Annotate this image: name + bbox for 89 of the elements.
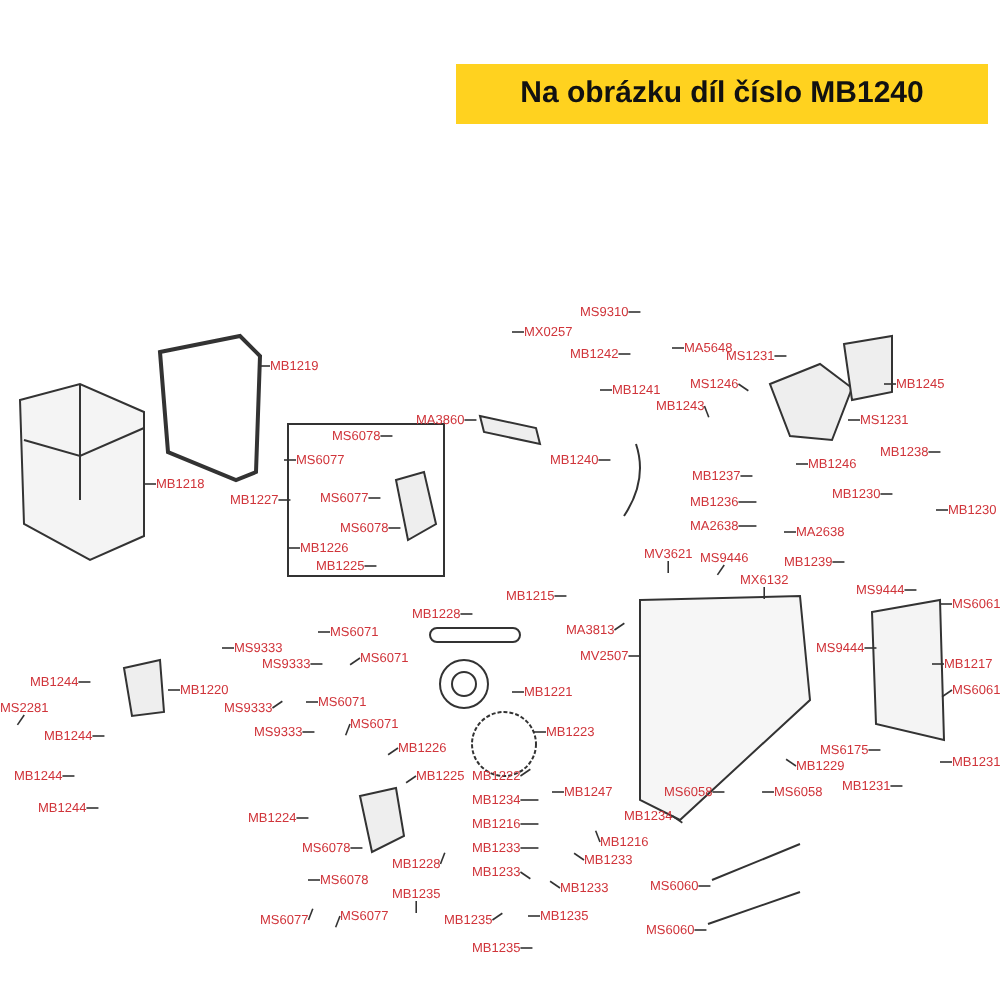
leader-line xyxy=(667,560,669,574)
leader-line xyxy=(693,929,708,931)
leader-line xyxy=(415,900,418,914)
leader-line xyxy=(671,815,684,824)
leader-line xyxy=(405,775,417,784)
leader-line xyxy=(527,915,541,917)
leader-line xyxy=(737,525,758,527)
title: Na obrázku díl číslo MB1240 xyxy=(456,64,988,124)
leader-line xyxy=(295,817,310,819)
leader-line xyxy=(221,647,235,649)
leader-line xyxy=(77,681,92,683)
leader-line xyxy=(831,561,846,563)
leader-line xyxy=(277,499,292,501)
leader-line xyxy=(363,565,378,567)
leader-line xyxy=(549,880,561,889)
leader-line xyxy=(773,355,788,357)
leader-line xyxy=(519,768,532,777)
leader-line xyxy=(783,531,797,533)
leader-line xyxy=(597,459,612,461)
leader-line xyxy=(739,475,754,477)
leader-line xyxy=(349,657,361,666)
leader-line xyxy=(344,723,351,736)
leader-line xyxy=(941,689,953,698)
leader-line xyxy=(459,613,474,615)
leader-line xyxy=(463,419,478,421)
leader-line xyxy=(761,791,775,793)
leader-line xyxy=(867,749,882,751)
leader-line xyxy=(309,663,324,665)
leader-line xyxy=(283,459,297,461)
leader-line xyxy=(863,647,878,649)
leader-line xyxy=(301,731,316,733)
leader-line xyxy=(613,622,626,631)
leader-line xyxy=(594,830,601,843)
leader-line xyxy=(763,586,765,600)
leader-line xyxy=(889,785,904,787)
leader-line xyxy=(903,589,918,591)
leader-line xyxy=(551,791,565,793)
leader-line xyxy=(847,419,861,421)
leader-line xyxy=(387,527,402,529)
leader-line xyxy=(553,595,568,597)
leader-line xyxy=(257,365,271,367)
leader-line xyxy=(519,799,540,801)
leader-line xyxy=(519,823,540,825)
leader-line xyxy=(349,847,364,849)
leader-line xyxy=(697,885,712,887)
leader-line xyxy=(334,915,341,928)
leader-line xyxy=(91,735,106,737)
leader-line xyxy=(519,847,540,849)
leader-line xyxy=(795,463,809,465)
leader-line xyxy=(931,663,945,665)
leader-line xyxy=(599,389,613,391)
leader-line xyxy=(627,655,642,657)
leader-line xyxy=(939,761,953,763)
leader-line xyxy=(16,714,25,726)
leader-line xyxy=(519,871,532,880)
leader-line xyxy=(307,879,321,881)
leader-line xyxy=(305,701,319,703)
leader-line xyxy=(519,947,534,949)
leader-line xyxy=(737,383,750,392)
leader-line xyxy=(533,731,547,733)
leader-line xyxy=(61,775,76,777)
leader-line xyxy=(879,493,894,495)
leader-line xyxy=(167,689,181,691)
leader-line xyxy=(379,435,394,437)
leader-line xyxy=(143,483,157,485)
leader-line xyxy=(711,791,726,793)
leader-line xyxy=(716,564,725,576)
leader-line xyxy=(883,383,897,385)
leader-line xyxy=(387,747,399,756)
leader-line xyxy=(439,852,446,865)
leader-line xyxy=(85,807,100,809)
leader-line xyxy=(271,700,284,709)
leader-line xyxy=(573,852,585,861)
leader-line xyxy=(491,912,504,921)
leader-line xyxy=(785,758,797,767)
leader-line xyxy=(617,353,632,355)
leader-line xyxy=(939,603,953,605)
leader-line xyxy=(703,405,710,418)
leader-line xyxy=(935,509,949,511)
leader-line xyxy=(511,691,525,693)
leader-line xyxy=(737,501,758,503)
leader-line xyxy=(511,331,525,333)
leader-line xyxy=(287,547,301,549)
leader-line xyxy=(367,497,382,499)
leader-line xyxy=(307,908,314,921)
leader-line xyxy=(671,347,685,349)
leader-line xyxy=(317,631,331,633)
leader-line xyxy=(627,311,642,313)
leader-line xyxy=(927,451,942,453)
